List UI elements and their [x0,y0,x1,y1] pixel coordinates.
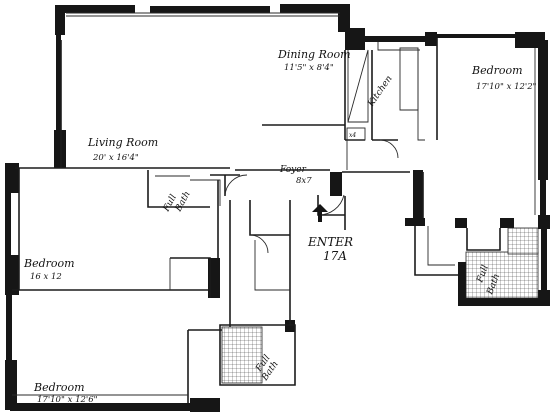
living-room-label: Living Room [87,136,158,149]
dining-room-label: Dining Room [277,48,351,61]
bath-w-label-2: Bath [173,190,192,214]
living-room-dims: 20' x 16'4" [92,153,139,163]
bedroom-sw-label: Bedroom [33,381,85,394]
exterior-walls [5,4,550,412]
bedroom-ne-dims: 17'10" x 12'2" [476,82,537,92]
bedroom-ne-label: Bedroom [471,64,523,77]
bedroom-w-dims: 16 x 12 [30,272,62,282]
foyer-dims: 8x7 [296,176,312,186]
appliance-mark: x4 [349,132,356,139]
door-swings [224,139,399,254]
kitchen-label: Kitchen [366,74,395,110]
entry-label: ENTER [307,235,353,249]
entry-arrow-icon [312,204,328,222]
dining-room-dims: 11'5" x 8'4" [284,63,334,73]
bath-tile [221,227,539,384]
bedroom-sw-dims: 17'10" x 12'6" [37,395,98,405]
bedroom-w-label: Bedroom [23,257,75,270]
foyer-label: Foyer [279,165,307,175]
interior-walls [12,12,536,403]
entry-unit-label: 17A [323,249,347,263]
